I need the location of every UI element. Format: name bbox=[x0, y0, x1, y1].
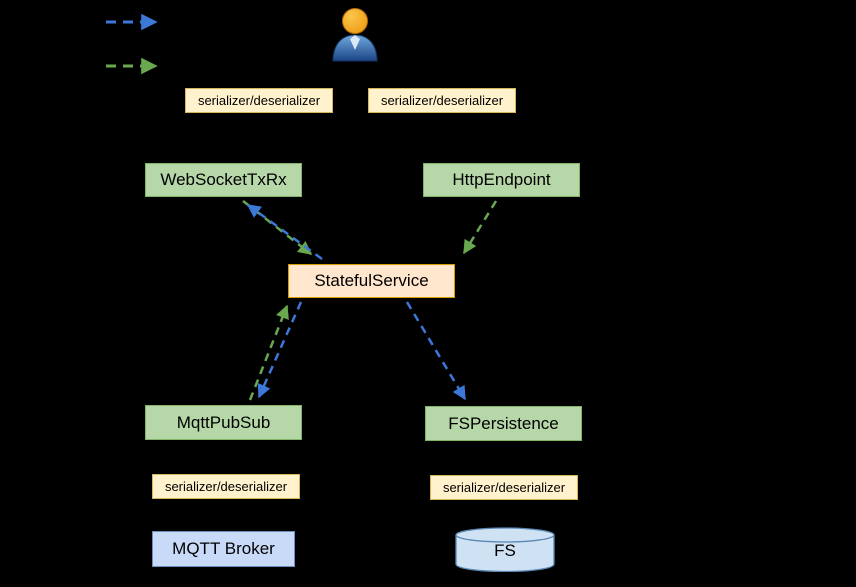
serializer-box-fs-side: serializer/deserializer bbox=[430, 475, 578, 500]
arrow-green-mqtt-to-stateful bbox=[248, 304, 289, 401]
arrow-blue-stateful-to-mqtt bbox=[257, 301, 303, 399]
fs-persistence-node: FSPersistence bbox=[425, 406, 582, 441]
mqtt-pubsub-node: MqttPubSub bbox=[145, 405, 302, 440]
fs-database-node: FS bbox=[455, 527, 555, 573]
arrow-blue-stateful-to-websocket bbox=[246, 203, 323, 261]
stateful-service-node: StatefulService bbox=[288, 264, 455, 298]
database-cylinder-icon bbox=[455, 527, 555, 573]
websocket-txrx-node: WebSocketTxRx bbox=[145, 163, 302, 197]
fs-label: FS bbox=[494, 541, 516, 560]
arrow-green-http-to-stateful bbox=[462, 200, 498, 255]
arrow-blue-stateful-to-fspersistence bbox=[405, 301, 467, 401]
mqtt-broker-node: MQTT Broker bbox=[152, 531, 295, 567]
serializer-box-websocket-side: serializer/deserializer bbox=[185, 88, 333, 113]
serializer-box-mqtt-side: serializer/deserializer bbox=[152, 474, 300, 499]
user-icon bbox=[331, 6, 379, 62]
serializer-box-http-side: serializer/deserializer bbox=[368, 88, 516, 113]
http-endpoint-node: HttpEndpoint bbox=[423, 163, 580, 197]
